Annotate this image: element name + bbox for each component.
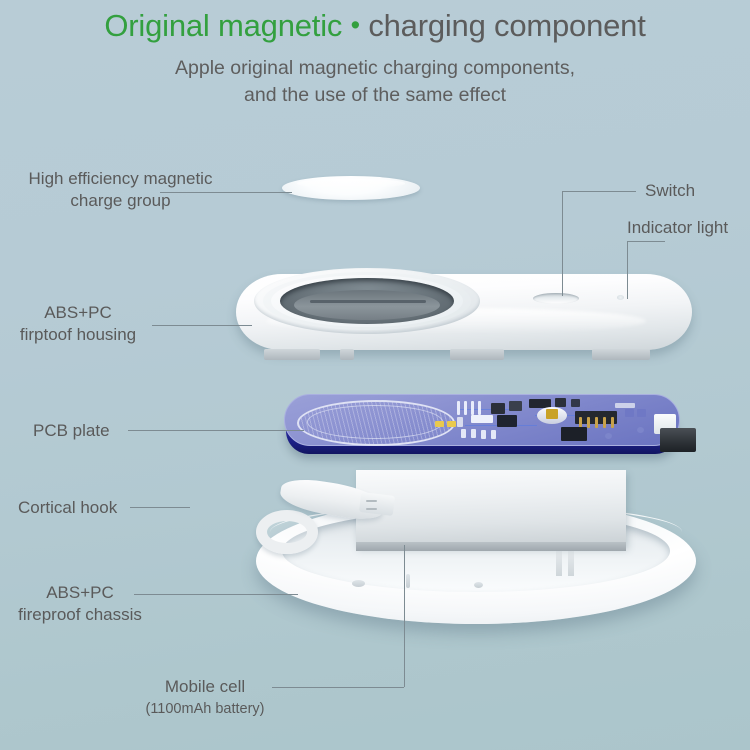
indicator-led bbox=[617, 295, 624, 300]
callout-indicator-light-line1: Indicator light bbox=[627, 218, 729, 237]
leader-line-indicator-vertical bbox=[627, 241, 628, 299]
pcb-plate bbox=[284, 394, 696, 466]
pcb-component bbox=[529, 399, 551, 408]
pcb-pin bbox=[603, 417, 606, 428]
leader-line-indicator-horizontal bbox=[627, 241, 665, 242]
pcb-component bbox=[571, 399, 580, 407]
cortical-hook-strap bbox=[256, 475, 396, 556]
housing-tab bbox=[450, 349, 504, 360]
magnetic-charge-disc bbox=[282, 176, 420, 200]
abs-pc-upper-housing bbox=[236, 268, 692, 360]
pcb-component bbox=[481, 430, 486, 439]
housing-magnet-cavity bbox=[280, 278, 454, 324]
chassis-rib bbox=[406, 574, 410, 588]
pcb-component bbox=[625, 409, 634, 417]
pcb-component bbox=[461, 429, 466, 438]
callout-chassis-line1: ABS+PC bbox=[46, 583, 114, 602]
pcb-component bbox=[478, 401, 481, 415]
switch-button[interactable] bbox=[533, 293, 579, 304]
title-bullet-icon: • bbox=[350, 10, 360, 40]
housing-tab bbox=[340, 349, 354, 360]
pcb-component bbox=[546, 409, 558, 419]
board-connector bbox=[660, 428, 696, 452]
pcb-component bbox=[464, 401, 467, 415]
battery-support-post bbox=[556, 550, 562, 576]
callout-chassis: ABS+PC fireproof chassis bbox=[5, 582, 155, 626]
pcb-component bbox=[555, 398, 566, 407]
leader-line-cortical-hook bbox=[130, 507, 190, 508]
hook-tip bbox=[358, 492, 396, 516]
pcb-pin bbox=[595, 417, 598, 428]
chassis-boss bbox=[474, 582, 483, 588]
pcb-trace bbox=[459, 409, 513, 410]
title-grey-part: charging component bbox=[368, 8, 646, 43]
pcb-pin bbox=[587, 417, 590, 428]
hook-loop bbox=[256, 510, 318, 554]
callout-chassis-line2: fireproof chassis bbox=[18, 605, 142, 624]
pcb-component bbox=[471, 429, 476, 438]
pcb-component bbox=[637, 409, 646, 417]
callout-pcb-plate: PCB plate bbox=[33, 420, 110, 442]
callout-housing-line2: firptoof housing bbox=[19, 325, 137, 344]
leader-line-switch-vertical bbox=[562, 191, 563, 296]
pcb-via bbox=[637, 427, 644, 433]
pcb-component bbox=[497, 415, 517, 427]
pcb-component bbox=[615, 403, 635, 408]
leader-line-mobile-cell-vertical bbox=[404, 545, 405, 687]
hook-slit bbox=[366, 500, 377, 502]
leader-line-mobile-cell-horizontal bbox=[272, 687, 404, 688]
chassis-boss bbox=[352, 580, 365, 587]
callout-mobile-cell-line1: Mobile cell bbox=[164, 677, 246, 696]
title-green-part: Original magnetic bbox=[104, 8, 343, 43]
callout-pcb-plate-line1: PCB plate bbox=[33, 421, 110, 440]
pcb-component bbox=[509, 401, 522, 411]
pcb-pin bbox=[579, 417, 582, 428]
pcb-board-top bbox=[284, 394, 680, 446]
page-subtitle: Apple original magnetic charging compone… bbox=[0, 44, 750, 109]
leader-line-housing bbox=[152, 325, 252, 326]
subtitle-line-2: and the use of the same effect bbox=[244, 84, 506, 106]
leader-line-magnetic-charge-group bbox=[160, 192, 292, 193]
abs-pc-fireproof-chassis bbox=[256, 470, 696, 630]
subtitle-line-1: Apple original magnetic charging compone… bbox=[175, 57, 575, 79]
callout-housing-line1: ABS+PC bbox=[44, 303, 112, 322]
pcb-component bbox=[457, 417, 463, 427]
battery-pack bbox=[356, 470, 626, 546]
housing-tab bbox=[264, 349, 320, 360]
pcb-component bbox=[491, 430, 496, 439]
battery-front-face bbox=[356, 542, 626, 551]
pcb-via bbox=[605, 433, 612, 439]
pcb-component bbox=[435, 421, 444, 427]
pcb-component bbox=[471, 401, 474, 415]
leader-line-switch-horizontal bbox=[562, 191, 636, 192]
callout-magnetic-charge-group: High efficiency magnetic charge group bbox=[18, 168, 223, 212]
cavity-inner bbox=[294, 290, 440, 320]
callout-housing: ABS+PC firptoof housing bbox=[10, 302, 146, 346]
callout-switch-line1: Switch bbox=[645, 181, 696, 200]
pcb-component bbox=[491, 403, 505, 414]
housing-tab bbox=[592, 349, 650, 360]
leader-line-chassis bbox=[134, 594, 298, 595]
hook-slit bbox=[366, 508, 377, 510]
leader-line-pcb-plate bbox=[128, 430, 304, 431]
header: Original magnetic • charging component A… bbox=[0, 0, 750, 109]
pcb-component bbox=[561, 427, 587, 441]
cavity-bar bbox=[310, 300, 426, 303]
callout-cortical-hook: Cortical hook bbox=[18, 497, 117, 519]
callout-cortical-hook-line1: Cortical hook bbox=[18, 498, 118, 517]
pcb-component bbox=[471, 415, 493, 423]
battery-support-post bbox=[568, 550, 574, 576]
pcb-component bbox=[457, 401, 460, 415]
callout-magnetic-charge-group-line2: charge group bbox=[70, 191, 171, 210]
pcb-pin bbox=[611, 417, 614, 428]
callout-indicator-light: Indicator light bbox=[627, 217, 728, 239]
coil-inner-ring bbox=[307, 405, 443, 439]
callout-mobile-cell-line2: (1100mAh battery) bbox=[145, 701, 265, 717]
callout-mobile-cell: Mobile cell (1100mAh battery) bbox=[135, 676, 275, 720]
page-title: Original magnetic • charging component bbox=[0, 0, 750, 44]
callout-magnetic-charge-group-line1: High efficiency magnetic bbox=[28, 169, 213, 188]
pcb-component bbox=[447, 421, 456, 427]
callout-switch: Switch bbox=[645, 180, 695, 202]
